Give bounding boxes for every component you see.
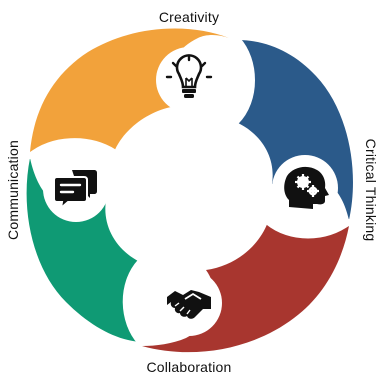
segment-collaboration bbox=[142, 222, 349, 353]
badge-communication bbox=[43, 156, 109, 222]
badge-collaboration bbox=[156, 270, 222, 336]
lightbulb-icon bbox=[165, 54, 213, 98]
center-hole bbox=[133, 133, 245, 245]
head-gears-icon bbox=[284, 166, 329, 209]
segment-separators bbox=[27, 37, 352, 345]
label-creativity: Creativity bbox=[159, 9, 219, 25]
label-critical-thinking: Critical Thinking bbox=[363, 139, 379, 242]
badge-critical-thinking bbox=[272, 155, 338, 221]
badge-creativity bbox=[156, 47, 222, 113]
label-communication: Communication bbox=[5, 140, 21, 240]
segment-creativity bbox=[30, 28, 229, 152]
label-collaboration: Collaboration bbox=[146, 359, 231, 375]
chat-bubbles-icon bbox=[53, 170, 97, 211]
handshake-icon bbox=[167, 290, 211, 319]
